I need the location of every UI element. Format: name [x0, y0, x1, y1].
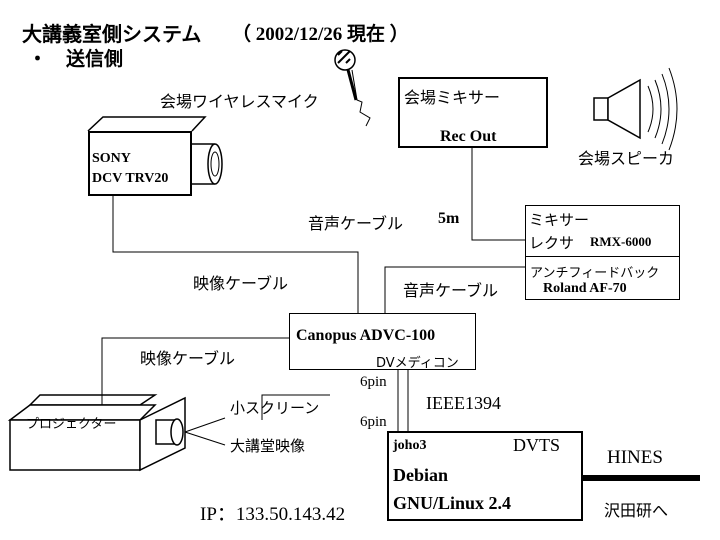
camera-model: DCV TRV20	[92, 171, 169, 186]
camera-brand: SONY	[92, 151, 131, 166]
microphone-icon	[334, 49, 371, 127]
pin-top-label: 6pin	[360, 374, 387, 390]
mixer-rack-divider	[526, 256, 679, 257]
ip-address: IP：133.50.143.42	[200, 504, 346, 525]
mixer-rack-label: ミキサー	[529, 211, 590, 229]
mixer-rack-box: ミキサー レクサ RMX-6000 アンチフィードバック Roland AF-7…	[525, 205, 680, 300]
microphone-label: 会場ワイヤレスマイク	[160, 92, 319, 111]
ieee-label: IEEE1394	[426, 393, 501, 413]
pin-bottom-label: 6pin	[360, 414, 387, 430]
feedback-label: アンチフィードバック	[530, 266, 660, 281]
converter-sub: DVメディコン	[376, 356, 459, 371]
hall-mixer-label: 会場ミキサー	[404, 88, 501, 107]
projector-icon	[7, 394, 226, 472]
feedback-model: Roland AF-70	[543, 281, 627, 296]
rec-out-label: Rec Out	[440, 128, 497, 145]
projector-label: プロジェクター	[26, 417, 117, 432]
video-cable-upper-label: 映像ケーブル	[193, 274, 289, 293]
converter-name: Canopus ADVC-100	[296, 327, 436, 344]
audio-cable-short-label: 音声ケーブル	[403, 281, 499, 300]
hall-mixer-box: 会場ミキサー Rec Out	[398, 77, 548, 148]
converter-box: Canopus ADVC-100 DVメディコン	[289, 313, 476, 371]
video-cable-lower-label: 映像ケーブル	[140, 349, 236, 368]
speaker-icon	[593, 67, 678, 151]
audio-cable-5m-label: 音声ケーブル	[308, 214, 404, 233]
speaker-label: 会場スピーカ	[578, 149, 675, 168]
bullet-mark: ・	[28, 48, 48, 70]
server-host: joho3	[393, 438, 427, 453]
network-name: HINES	[607, 447, 663, 468]
server-app: DVTS	[513, 435, 561, 455]
server-box: joho3 DVTS Debian GNU/Linux 2.4	[387, 431, 583, 521]
screen-note-line1: 小スクリーン	[230, 399, 320, 417]
page-title: 大講義室側システム	[22, 22, 202, 46]
mixer-rack-model: RMX-6000	[590, 234, 652, 249]
server-os-version: GNU/Linux 2.4	[393, 493, 512, 513]
screen-note-line2: 大講堂映像	[230, 437, 306, 455]
camera-box: SONY DCV TRV20	[88, 131, 192, 196]
audio-cable-length: 5m	[438, 210, 460, 227]
page-subtitle: 送信側	[66, 48, 124, 70]
date-label: （ 2002/12/26 現在 ）	[232, 24, 409, 45]
mixer-rack-brand: レクサ	[529, 234, 575, 252]
network-destination: 沢田研へ	[604, 501, 669, 520]
server-os-name: Debian	[393, 465, 449, 485]
cable-lines	[101, 148, 700, 481]
